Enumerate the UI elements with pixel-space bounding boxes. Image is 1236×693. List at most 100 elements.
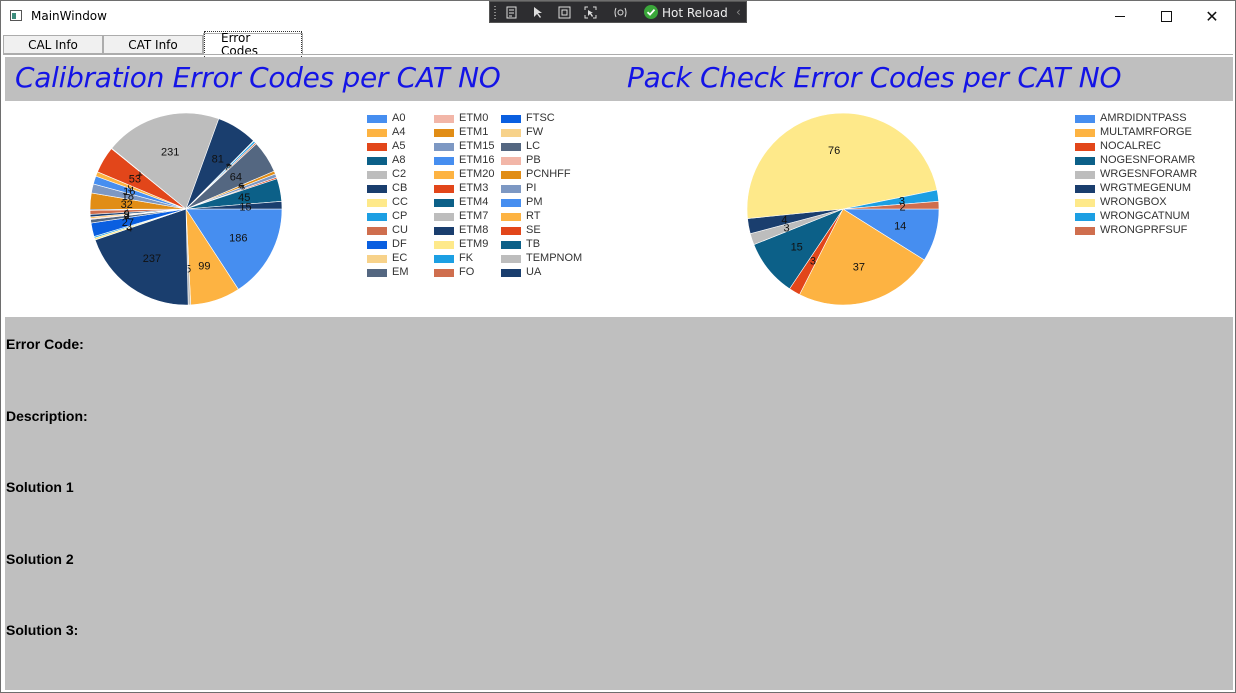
calibration-legend-label: CC [392, 196, 408, 208]
calibration-legend-label: TEMPNOM [526, 252, 583, 264]
calibration-legend-swatch [501, 115, 521, 123]
pack-check-slice-value-label: 37 [853, 261, 865, 273]
calibration-legend-label: FTSC [526, 112, 555, 124]
calibration-legend-label: DF [392, 238, 407, 250]
calibration-pie-chart[interactable]: 1869952374327723582321816953123181143646… [35, 101, 335, 317]
calibration-slice-value-label: 7 [124, 212, 130, 224]
error-details-panel: Error Code: Description: Solution 1 Solu… [5, 317, 1233, 690]
pack-check-legend-label: WRONGBOX [1100, 196, 1167, 208]
display-layout-adorners-icon[interactable] [558, 6, 571, 19]
calibration-slice-value-label: 2 [123, 205, 129, 217]
calibration-slice-value-label: 231 [161, 147, 179, 159]
calibration-legend-label: A0 [392, 112, 406, 124]
calibration-legend-swatch [367, 171, 387, 179]
hot-reload-toolbar: Hot Reload ‹ [489, 1, 747, 23]
calibration-legend-label: FK [459, 252, 474, 264]
calibration-legend-label: ETM20 [459, 168, 495, 180]
calibration-legend-label: ETM3 [459, 182, 489, 194]
calibration-legend-label: FW [526, 126, 544, 138]
solution-2-label: Solution 2 [6, 551, 74, 567]
pack-check-legend-swatch [1075, 199, 1095, 207]
pack-check-slice-value-label: 76 [828, 145, 840, 157]
pack-check-slice-multamrforge-1[interactable] [799, 208, 925, 306]
pack-check-slice-wrongbox-6[interactable] [746, 112, 938, 219]
calibration-legend-swatch [434, 157, 454, 165]
close-button[interactable]: ✕ [1189, 1, 1235, 32]
maximize-button[interactable] [1143, 1, 1189, 32]
calibration-slice-value-label: 45 [238, 192, 250, 204]
calibration-legend-label: CP [392, 210, 408, 222]
calibration-legend-label: ETM16 [459, 154, 495, 166]
calibration-slice-tempnom-34[interactable] [111, 112, 220, 210]
calibration-legend-label: CU [392, 224, 408, 236]
pack-check-slice-value-label: 14 [894, 221, 906, 233]
pack-check-slice-value-label: 3 [783, 223, 789, 235]
calibration-legend-label: LC [526, 140, 541, 152]
calibration-legend-label: UA [526, 266, 542, 278]
collapse-toolbar-icon[interactable]: ‹ [736, 5, 741, 19]
tab-error-codes[interactable]: Error Codes [203, 30, 303, 59]
calibration-legend-swatch [367, 185, 387, 193]
calibration-legend-label: ETM15 [459, 140, 495, 152]
hot-reload-label[interactable]: Hot Reload [662, 6, 728, 20]
error-code-label: Error Code: [6, 336, 84, 352]
calibration-slice-unlabeled-44[interactable] [185, 200, 283, 210]
pack-check-legend-swatch [1075, 115, 1095, 123]
calibration-legend-swatch [501, 171, 521, 179]
calibration-legend-swatch [367, 269, 387, 277]
pack-check-legend-swatch [1075, 157, 1095, 165]
track-focused-element-icon[interactable] [584, 6, 597, 19]
hot-reload-status-icon[interactable] [644, 5, 658, 19]
calibration-legend-swatch [367, 115, 387, 123]
pack-check-legend-label: WRGTMEGENUM [1100, 182, 1192, 194]
binding-failures-icon[interactable] [614, 6, 627, 19]
calibration-legend-label: CB [392, 182, 408, 194]
calibration-slice-value-label: 99 [198, 261, 210, 273]
select-element-icon[interactable] [532, 6, 545, 19]
pack-check-slice-wrongprfsuf-8[interactable] [842, 200, 940, 210]
tab-divider [3, 54, 1233, 55]
close-icon: ✕ [1205, 7, 1219, 26]
calibration-legend-label: FO [459, 266, 475, 278]
charts-area: 1869952374327723582321816953123181143646… [5, 101, 1233, 317]
calibration-slice-a0-0[interactable] [185, 208, 283, 290]
pack-check-legend-swatch [1075, 171, 1095, 179]
calibration-legend-swatch [367, 255, 387, 263]
tab-cal-info[interactable]: CAL Info [3, 35, 103, 54]
minimize-button[interactable] [1097, 1, 1143, 32]
minimize-icon [1115, 16, 1125, 17]
calibration-legend-swatch [434, 171, 454, 179]
calibration-legend-swatch [367, 227, 387, 235]
calibration-legend-label: ETM0 [459, 112, 489, 124]
toolbar-grip-icon[interactable] [494, 6, 496, 19]
calibration-legend-label: SE [526, 224, 541, 236]
title-bar[interactable]: MainWindow Hot Reload ‹ [1, 1, 1235, 32]
calibration-legend-label: ETM7 [459, 210, 489, 222]
calibration-legend-swatch [501, 185, 521, 193]
live-visual-tree-icon[interactable] [506, 6, 519, 19]
calibration-legend-swatch [501, 255, 521, 263]
calibration-slice-value-label: 4 [126, 223, 132, 235]
pack-check-chart-title: Pack Check Error Codes per CAT NO [627, 61, 1122, 94]
calibration-slice-value-label: 15 [239, 202, 251, 214]
pack-check-slice-value-label: 3 [899, 196, 905, 208]
pack-check-slice-value-label: 15 [791, 241, 803, 253]
calibration-legend-swatch [434, 115, 454, 123]
calibration-legend-swatch [501, 227, 521, 235]
pack-check-legend-swatch [1075, 129, 1095, 137]
calibration-legend-swatch [367, 143, 387, 151]
calibration-slice-cb-5[interactable] [94, 208, 189, 306]
description-label: Description: [6, 408, 88, 424]
calibration-legend-swatch [367, 199, 387, 207]
calibration-slice-value-label: 9 [128, 182, 134, 194]
calibration-legend-label: PCNHFF [526, 168, 571, 180]
calibration-legend-swatch [501, 157, 521, 165]
calibration-legend-swatch [434, 185, 454, 193]
calibration-legend-label: TB [526, 238, 541, 250]
calibration-legend-label: PB [526, 154, 541, 166]
tab-cat-info[interactable]: CAT Info [103, 35, 203, 54]
pack-check-legend-label: WRONGPRFSUF [1100, 224, 1188, 236]
